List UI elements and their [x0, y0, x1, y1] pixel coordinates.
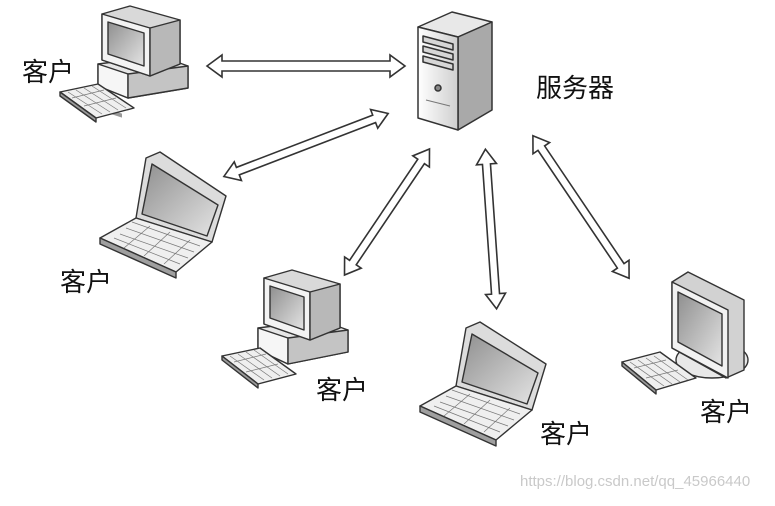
- link-arrow-client-1: [205, 53, 407, 79]
- link-arrow-client-2: [222, 108, 390, 182]
- client-label-5: 客户: [700, 398, 753, 428]
- client-label-3: 客户: [316, 376, 369, 406]
- server-tower-icon: [417, 11, 493, 131]
- link-arrow-client-3: [343, 147, 431, 277]
- client-label-2: 客户: [60, 268, 113, 298]
- watermark: https://blog.csdn.net/qq_45966440: [520, 473, 751, 490]
- laptop-icon: [99, 151, 227, 279]
- server-label: 服务器: [536, 74, 615, 104]
- laptop-icon: [419, 321, 547, 447]
- desktop-computer-icon: [221, 269, 349, 389]
- flat-monitor-icon: [621, 271, 749, 395]
- client-label-4: 客户: [540, 420, 593, 450]
- client-label-1: 客户: [22, 58, 75, 88]
- link-arrow-client-5: [532, 134, 630, 280]
- desktop-computer-icon: [59, 5, 189, 123]
- link-arrow-client-4: [475, 147, 507, 311]
